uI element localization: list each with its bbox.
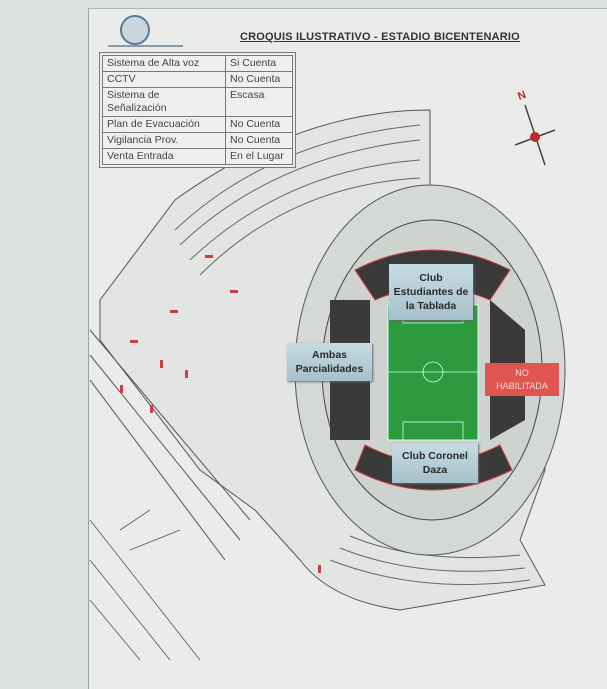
road-avenue [89,329,251,561]
label-south-stand: Club Coronel Daza [392,443,478,483]
south-penalty-box [402,421,464,441]
neighborhood-grid [89,509,201,661]
closed-label-line-1: NO [515,367,529,378]
logo-caption-line [108,45,183,47]
access-markers [120,255,321,573]
football-pitch [387,304,479,441]
label-north-stand: Club Estudiantes de la Tablada [389,264,473,320]
table-row: Vigilancia Prov.No Cuenta [102,132,293,149]
label-west-stand: Ambas Parcialidades [287,343,372,381]
institution-logo [120,15,150,45]
label-east-stand-closed: NO HABILITADA [485,363,559,396]
center-circle [422,361,444,383]
compass-rose-icon [514,104,556,166]
stadium-map [89,104,566,661]
document-title: CROQUIS ILUSTRATIVO - ESTADIO BICENTENAR… [240,31,520,43]
closed-label-line-2: HABILITADA [496,380,548,391]
